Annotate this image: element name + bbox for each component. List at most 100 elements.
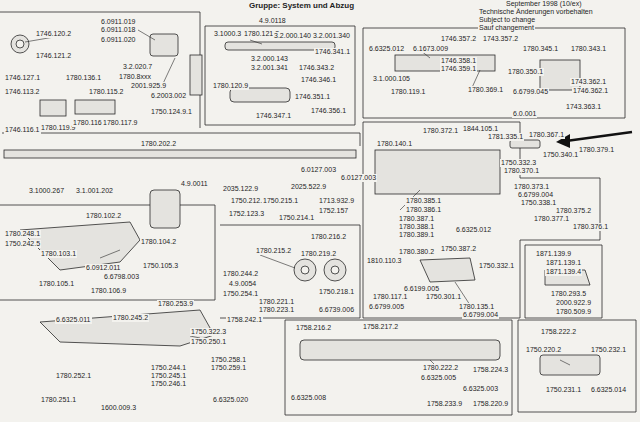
part-drawing (420, 258, 475, 282)
part-number: 1746.358.1 (440, 57, 477, 65)
part-number: 1780.136.1 (65, 74, 102, 82)
part-number: 1750.214.1 (278, 214, 315, 222)
part-number: 1750.322.3 (190, 328, 227, 336)
part-number: 1746.116.1 (4, 126, 41, 134)
header-note: September 1998 (10/ex) (505, 0, 583, 8)
part-drawing (4, 150, 356, 158)
part-number: 6.6325.011 (55, 316, 92, 324)
part-number: 1750.245.1 (150, 372, 187, 380)
part-number: 1780.375.2 (555, 207, 592, 215)
part-drawing (190, 55, 202, 95)
part-number: 1750.232.1 (590, 346, 627, 354)
part-number: 6.6799.004 (517, 191, 554, 199)
part-number: 1746.356.1 (310, 107, 347, 115)
part-number: 1780.117.9 (102, 119, 139, 127)
part-number: 6.6799.045 (512, 88, 549, 96)
part-number: 6.6325.008 (290, 394, 327, 402)
part-number: 1780.350.1 (507, 68, 544, 76)
group-frame (2, 133, 360, 146)
part-number: 1780.105.1 (38, 280, 75, 288)
part-number: 6.6739.006 (318, 306, 355, 314)
part-number: 1750.231.1 (545, 386, 582, 394)
header-note: Sauf changement (478, 24, 535, 32)
part-number: 4.9.0011 (180, 180, 209, 188)
part-number: 1780.8xxx (118, 73, 152, 81)
part-number: 1750.105.3 (142, 262, 179, 270)
part-number: 1758.217.2 (362, 323, 399, 331)
part-number: 1746.347.1 (255, 112, 292, 120)
group-frame (205, 26, 355, 125)
part-number: 1780.386.1 (405, 206, 442, 214)
part-number: 6.2003.002 (150, 92, 187, 100)
part-number: 1750.215.1 (262, 197, 299, 205)
group-frame (285, 320, 512, 415)
group-frame (220, 225, 360, 318)
part-number: 2000.922.9 (555, 299, 592, 307)
part-number: 1746.362.1 (572, 87, 609, 95)
part-number: 6.0911.019 (100, 18, 137, 26)
part-number: 1780.252.1 (55, 372, 92, 380)
part-number: 1780.222.2 (422, 364, 459, 372)
part-number: 1780.345.1 (522, 45, 559, 53)
part-number: 1750.258.1 (210, 356, 247, 364)
part-number: 1780.379.1 (578, 146, 615, 154)
leader-line (25, 30, 570, 370)
part-number: 1780.253.9 (157, 300, 194, 308)
part-number: 3.1000.267 (28, 187, 65, 195)
part-number: 1746.127.1 (4, 74, 41, 82)
part-number: 1750.259.1 (210, 364, 247, 372)
part-number: 6.6325.005 (420, 374, 457, 382)
part-number: 1750.332.3 (500, 159, 537, 167)
part-number: 1780.380.2 (398, 248, 435, 256)
part-number: 3.1.001.202 (75, 187, 114, 195)
pointer-arrow (566, 132, 632, 141)
part-drawing (4, 34, 600, 375)
part-drawing (75, 100, 115, 114)
group-frame (518, 320, 636, 412)
part-number: 6.6325.012 (368, 45, 405, 53)
part-number: 1750.301.1 (425, 293, 462, 301)
part-number: 1780.293.5 (550, 290, 587, 298)
part-number: 1780.372.1 (422, 127, 459, 135)
part-number: 1746.343.2 (298, 64, 335, 72)
part-number: 1750.220.2 (525, 346, 562, 354)
part-number: 1871.139.1 (545, 259, 582, 267)
group-frame (0, 12, 200, 128)
part-number: 1780.140.1 (376, 140, 413, 148)
part-number: 1780.387.1 (398, 215, 435, 223)
part-drawing (230, 88, 290, 102)
part-number: 1780.245.2 (112, 314, 149, 322)
part-number: 1758.224.3 (472, 366, 509, 374)
part-number: 1780.373.1 (513, 183, 550, 191)
part-number: 1743.357.2 (482, 35, 519, 43)
part-number: 1780.509.9 (555, 308, 592, 316)
part-number: 2025.522.9 (290, 183, 327, 191)
part-number: 1780.251.1 (40, 396, 77, 404)
part-number: 6.6325.012 (455, 226, 492, 234)
part-number: 1752.157 (318, 207, 349, 215)
part-number: 1746.359.1 (440, 65, 477, 73)
part-number: 1758.216.2 (295, 324, 332, 332)
part-number: 3.2.000.140 (273, 32, 312, 40)
part-number: 6.6199.005 (403, 285, 440, 293)
part-number: 1780.102.2 (85, 212, 122, 220)
part-number: 1780.104.2 (140, 238, 177, 246)
part-number: 3.2.000.143 (250, 55, 289, 63)
part-number: 1713.932.9 (318, 197, 355, 205)
part-number: 6.0911.018 (100, 26, 137, 34)
part-drawing (300, 340, 500, 360)
part-number: 1750.338.1 (520, 199, 557, 207)
part-number: 1750.340.1 (542, 151, 579, 159)
group-frame (0, 12, 636, 415)
group-frame (363, 28, 625, 118)
part-number: 1780.120.9 (212, 82, 249, 90)
part-number: 1780.370.1 (503, 167, 540, 175)
header-note: Subject to change (478, 16, 536, 24)
part-number: 1750.218.1 (318, 288, 355, 296)
part-number: 1780.369.1 (467, 86, 504, 94)
part-number: 6.6325.014 (590, 386, 627, 394)
part-number: 4.9.0054 (228, 280, 257, 288)
part-number: 1780.385.1 (405, 197, 442, 205)
header-note: Technische Änderungen vorbehalten (478, 8, 594, 16)
part-number: 1750.250.1 (190, 338, 227, 346)
